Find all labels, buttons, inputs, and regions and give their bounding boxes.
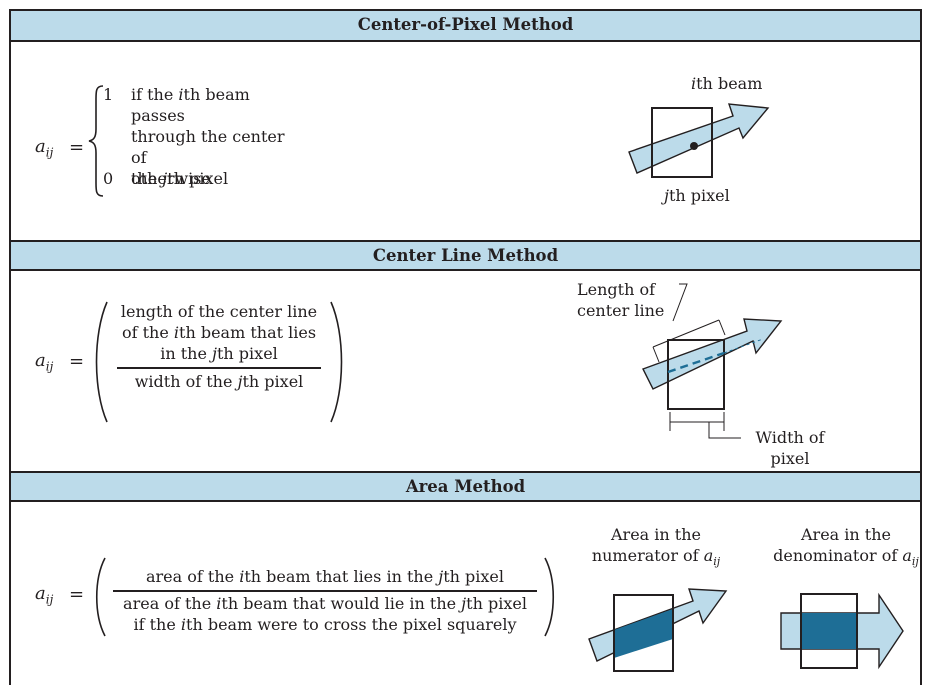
- pixel-square: [651, 107, 713, 178]
- center-line-numerator: length of the center line of the ith bea…: [120, 302, 318, 363]
- lhs-a: aij: [35, 350, 54, 374]
- pixel-square: [613, 594, 674, 672]
- center-line-figure: [642, 283, 783, 439]
- beam-arrow: [628, 103, 770, 174]
- equals-sign: =: [69, 351, 85, 372]
- leader-line: [672, 283, 688, 322]
- right-paren: [330, 301, 343, 423]
- numerator-area-figure: [588, 588, 728, 672]
- pixel-label: jth pixel: [664, 186, 730, 205]
- center-pixel-header: Center-of-Pixel Method: [11, 11, 920, 42]
- right-paren: [544, 557, 555, 637]
- equals-sign: =: [69, 584, 85, 605]
- length-dimension: [652, 319, 720, 348]
- lhs-a: aij: [35, 136, 54, 160]
- denominator-area-label: Area in the denominator of aij: [773, 525, 919, 569]
- center-line: [667, 351, 725, 374]
- numerator-area-label: Area in the numerator of aij: [591, 525, 721, 569]
- left-paren: [95, 557, 106, 637]
- beam-arrow: [642, 318, 783, 390]
- area-title: Area Method: [405, 477, 526, 496]
- case1-text: if the ith beam passes through the cente…: [131, 85, 285, 188]
- case2-text: otherwise: [131, 169, 211, 188]
- lhs-a: aij: [35, 583, 54, 607]
- methods-table: Center-of-Pixel Method aij = 1 if the it…: [9, 9, 922, 685]
- pixel-square: [800, 593, 858, 669]
- area-header: Area Method: [11, 471, 920, 502]
- center-line-header: Center Line Method: [11, 240, 920, 271]
- case2-value: 0: [103, 169, 114, 188]
- beam-label: ith beam: [691, 74, 763, 93]
- center-pixel-figure: [628, 103, 770, 178]
- length-label: Length of center line: [577, 280, 665, 320]
- case1-value: 1: [103, 85, 114, 104]
- center-line-denominator: width of the jth pixel: [134, 372, 304, 391]
- pixel-center-dot: [690, 142, 698, 150]
- center-line-title: Center Line Method: [372, 246, 559, 265]
- area-numerator: area of the ith beam that lies in the jt…: [145, 567, 505, 586]
- equals-sign: =: [69, 137, 85, 158]
- center-pixel-title: Center-of-Pixel Method: [357, 15, 574, 34]
- width-label: Width of pixel: [755, 428, 825, 468]
- left-brace: [88, 85, 104, 197]
- area-denominator: area of the ith beam that would lie in t…: [123, 594, 527, 634]
- overlap-area: [801, 613, 857, 649]
- denominator-area-figure: [780, 592, 904, 670]
- left-paren: [95, 301, 108, 423]
- overlap-area: [614, 609, 673, 658]
- fraction-bar: [113, 590, 537, 592]
- pixel-square: [667, 339, 725, 410]
- fraction-bar: [117, 367, 321, 369]
